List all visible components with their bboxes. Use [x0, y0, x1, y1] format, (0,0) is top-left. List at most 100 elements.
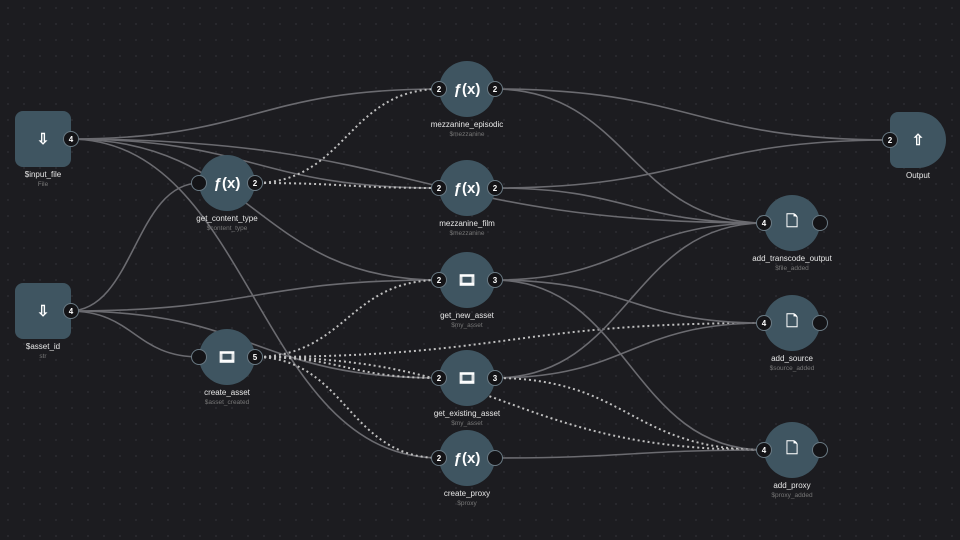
input-port[interactable]: 2: [882, 132, 898, 148]
node-variable: $file_added: [775, 265, 809, 272]
file-icon: 🗋: [785, 312, 799, 330]
edge-mezzanine_episodic-to-output[interactable]: [493, 88, 893, 141]
function-icon: ƒ(x): [453, 449, 481, 467]
node-mezzanine-episodic[interactable]: ƒ(x) 2 2: [431, 61, 503, 117]
node-get-new-asset[interactable]: 🎞 2 3: [431, 252, 503, 308]
node-add-transcode-output[interactable]: 🗋4: [756, 195, 828, 251]
input-port[interactable]: [191, 349, 207, 365]
edge-get_new_asset-to-add_transcode_output[interactable]: [493, 222, 766, 281]
input-port[interactable]: 2: [431, 370, 447, 386]
output-port[interactable]: 3: [487, 272, 503, 288]
input-port[interactable]: 2: [431, 180, 447, 196]
edge-get_existing_asset-to-add_source[interactable]: [493, 322, 766, 379]
edge-get_content_type-to-mezzanine_episodic[interactable]: [253, 88, 441, 184]
film-icon: 🎞: [457, 272, 477, 289]
node-name: add_proxy: [773, 481, 811, 490]
input-port[interactable]: 4: [756, 315, 772, 331]
node-label: add_proxy $proxy_added: [712, 481, 872, 499]
edge-create_asset-to-get_new_asset[interactable]: [253, 279, 441, 358]
input-port[interactable]: 2: [431, 272, 447, 288]
node-variable: $content_type: [206, 225, 248, 232]
output-port[interactable]: 2: [487, 180, 503, 196]
file-icon: 🗋: [785, 439, 799, 457]
edge-asset_id-to-create_asset[interactable]: [68, 310, 201, 358]
input-port[interactable]: 2: [431, 81, 447, 97]
edge-mezzanine_film-to-output[interactable]: [493, 139, 893, 189]
function-icon: ƒ(x): [453, 80, 481, 98]
edge-create_asset-to-add_source[interactable]: [253, 322, 766, 358]
node-label: Output: [838, 171, 960, 180]
edge-mezzanine_episodic-to-add_transcode_output[interactable]: [493, 88, 766, 224]
input-port[interactable]: 2: [431, 450, 447, 466]
node-name: get_content_type: [196, 214, 258, 223]
input-port[interactable]: 4: [756, 215, 772, 231]
edge-get_existing_asset-to-add_proxy[interactable]: [493, 377, 766, 451]
node-add-proxy[interactable]: 🗋4: [756, 422, 828, 478]
node-get-content-type[interactable]: ƒ(x) 2: [191, 155, 263, 211]
output-port[interactable]: 2: [487, 81, 503, 97]
node-name: mezzanine_episodic: [430, 120, 504, 129]
edge-get_new_asset-to-add_proxy[interactable]: [493, 279, 766, 451]
output-port[interactable]: [812, 315, 828, 331]
node-name: get_new_asset: [440, 311, 494, 320]
node-variable: $proxy: [457, 500, 477, 507]
edge-asset_id-to-get_new_asset[interactable]: [68, 279, 441, 312]
node-name: add_source: [771, 354, 813, 363]
output-port[interactable]: 3: [487, 370, 503, 386]
edge-create_asset-to-create_proxy[interactable]: [253, 356, 441, 459]
node-variable: $mezzanine: [449, 131, 485, 138]
edge-input_file-to-mezzanine_episodic[interactable]: [68, 88, 441, 140]
node-variable: File: [37, 181, 49, 188]
node-label: get_content_type $content_type: [147, 214, 307, 232]
node-input-file[interactable]: ⇩4: [15, 111, 79, 167]
input-port[interactable]: 4: [756, 442, 772, 458]
edge-create_proxy-to-add_proxy[interactable]: [493, 449, 766, 459]
edge-asset_id-to-get_content_type[interactable]: [68, 182, 201, 312]
edge-get_content_type-to-mezzanine_film[interactable]: [253, 182, 441, 189]
edge-mezzanine_film-to-add_transcode_output[interactable]: [493, 187, 766, 224]
node-variable: $proxy_added: [771, 492, 813, 499]
edge-get_existing_asset-to-add_transcode_output[interactable]: [493, 222, 766, 379]
node-variable: $my_asset: [451, 420, 483, 427]
output-port[interactable]: [487, 450, 503, 466]
edge-input_file-to-get_new_asset[interactable]: [68, 138, 441, 281]
node-name: add_transcode_output: [752, 254, 832, 263]
download-icon: ⇩: [36, 131, 50, 148]
output-port[interactable]: 4: [63, 131, 79, 147]
node-output[interactable]: ⇧2: [882, 112, 946, 168]
node-variable: $asset_created: [204, 399, 250, 406]
node-name: create_asset: [204, 388, 250, 397]
edge-input_file-to-mezzanine_film[interactable]: [68, 138, 441, 189]
node-create-asset[interactable]: 🎞5: [191, 329, 263, 385]
node-name: $asset_id: [25, 342, 61, 351]
output-port[interactable]: 4: [63, 303, 79, 319]
edge-input_file-to-create_proxy[interactable]: [68, 138, 441, 459]
node-name: Output: [905, 171, 930, 180]
edge-create_asset-to-add_proxy[interactable]: [253, 356, 766, 451]
node-create-proxy[interactable]: ƒ(x) 2: [431, 430, 503, 486]
file-icon: 🗋: [785, 212, 799, 230]
function-icon: ƒ(x): [213, 174, 241, 192]
edge-create_asset-to-get_existing_asset[interactable]: [253, 356, 441, 379]
output-port[interactable]: [812, 442, 828, 458]
node-asset-id[interactable]: ⇩4: [15, 283, 79, 339]
output-port[interactable]: [812, 215, 828, 231]
node-variable: $my_asset: [451, 322, 483, 329]
input-port[interactable]: [191, 175, 207, 191]
output-port[interactable]: 2: [247, 175, 263, 191]
node-name: get_existing_asset: [433, 409, 501, 418]
node-label: mezzanine_film$mezzanine: [387, 219, 547, 237]
node-name: mezzanine_film: [439, 219, 495, 228]
edge-input_file-to-add_transcode_output[interactable]: [68, 138, 766, 224]
output-port[interactable]: 5: [247, 349, 263, 365]
node-name: create_proxy: [443, 489, 491, 498]
node-label: create_proxy $proxy: [387, 489, 547, 507]
edge-asset_id-to-get_existing_asset[interactable]: [68, 310, 441, 379]
node-variable: str: [39, 353, 47, 360]
node-add-source[interactable]: 🗋4: [756, 295, 828, 351]
